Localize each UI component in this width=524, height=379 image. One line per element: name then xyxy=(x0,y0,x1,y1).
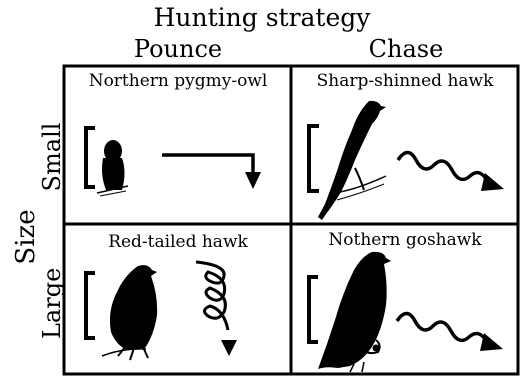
scale-bracket-icon xyxy=(84,126,95,189)
cell-label-sharp-shinned-hawk: Sharp-shinned hawk xyxy=(316,71,494,91)
cell-label-red-tailed-hawk: Red-tailed hawk xyxy=(108,232,248,252)
wavy-arrow-icon xyxy=(396,150,504,191)
diagram-title: Hunting strategy xyxy=(153,3,371,32)
column-header-pounce: Pounce xyxy=(133,35,223,63)
scale-bracket-icon xyxy=(84,271,95,340)
straight-arrow-drop-icon xyxy=(162,153,261,189)
column-header-chase: Chase xyxy=(368,35,444,63)
scale-bracket-icon xyxy=(307,275,318,344)
hawk-silhouette-icon xyxy=(318,251,391,373)
hawk-silhouette-icon xyxy=(318,100,387,220)
owl-silhouette-icon xyxy=(96,140,129,197)
scale-bracket-icon xyxy=(307,124,319,193)
cell-label-nothern-goshawk: Nothern goshawk xyxy=(328,230,482,250)
spiral-arrow-icon xyxy=(195,260,237,356)
cell-label-northern-pygmy-owl: Northern pygmy-owl xyxy=(88,71,268,91)
wavy-arrow-icon xyxy=(395,311,503,351)
hawk-silhouette-icon xyxy=(101,265,158,361)
